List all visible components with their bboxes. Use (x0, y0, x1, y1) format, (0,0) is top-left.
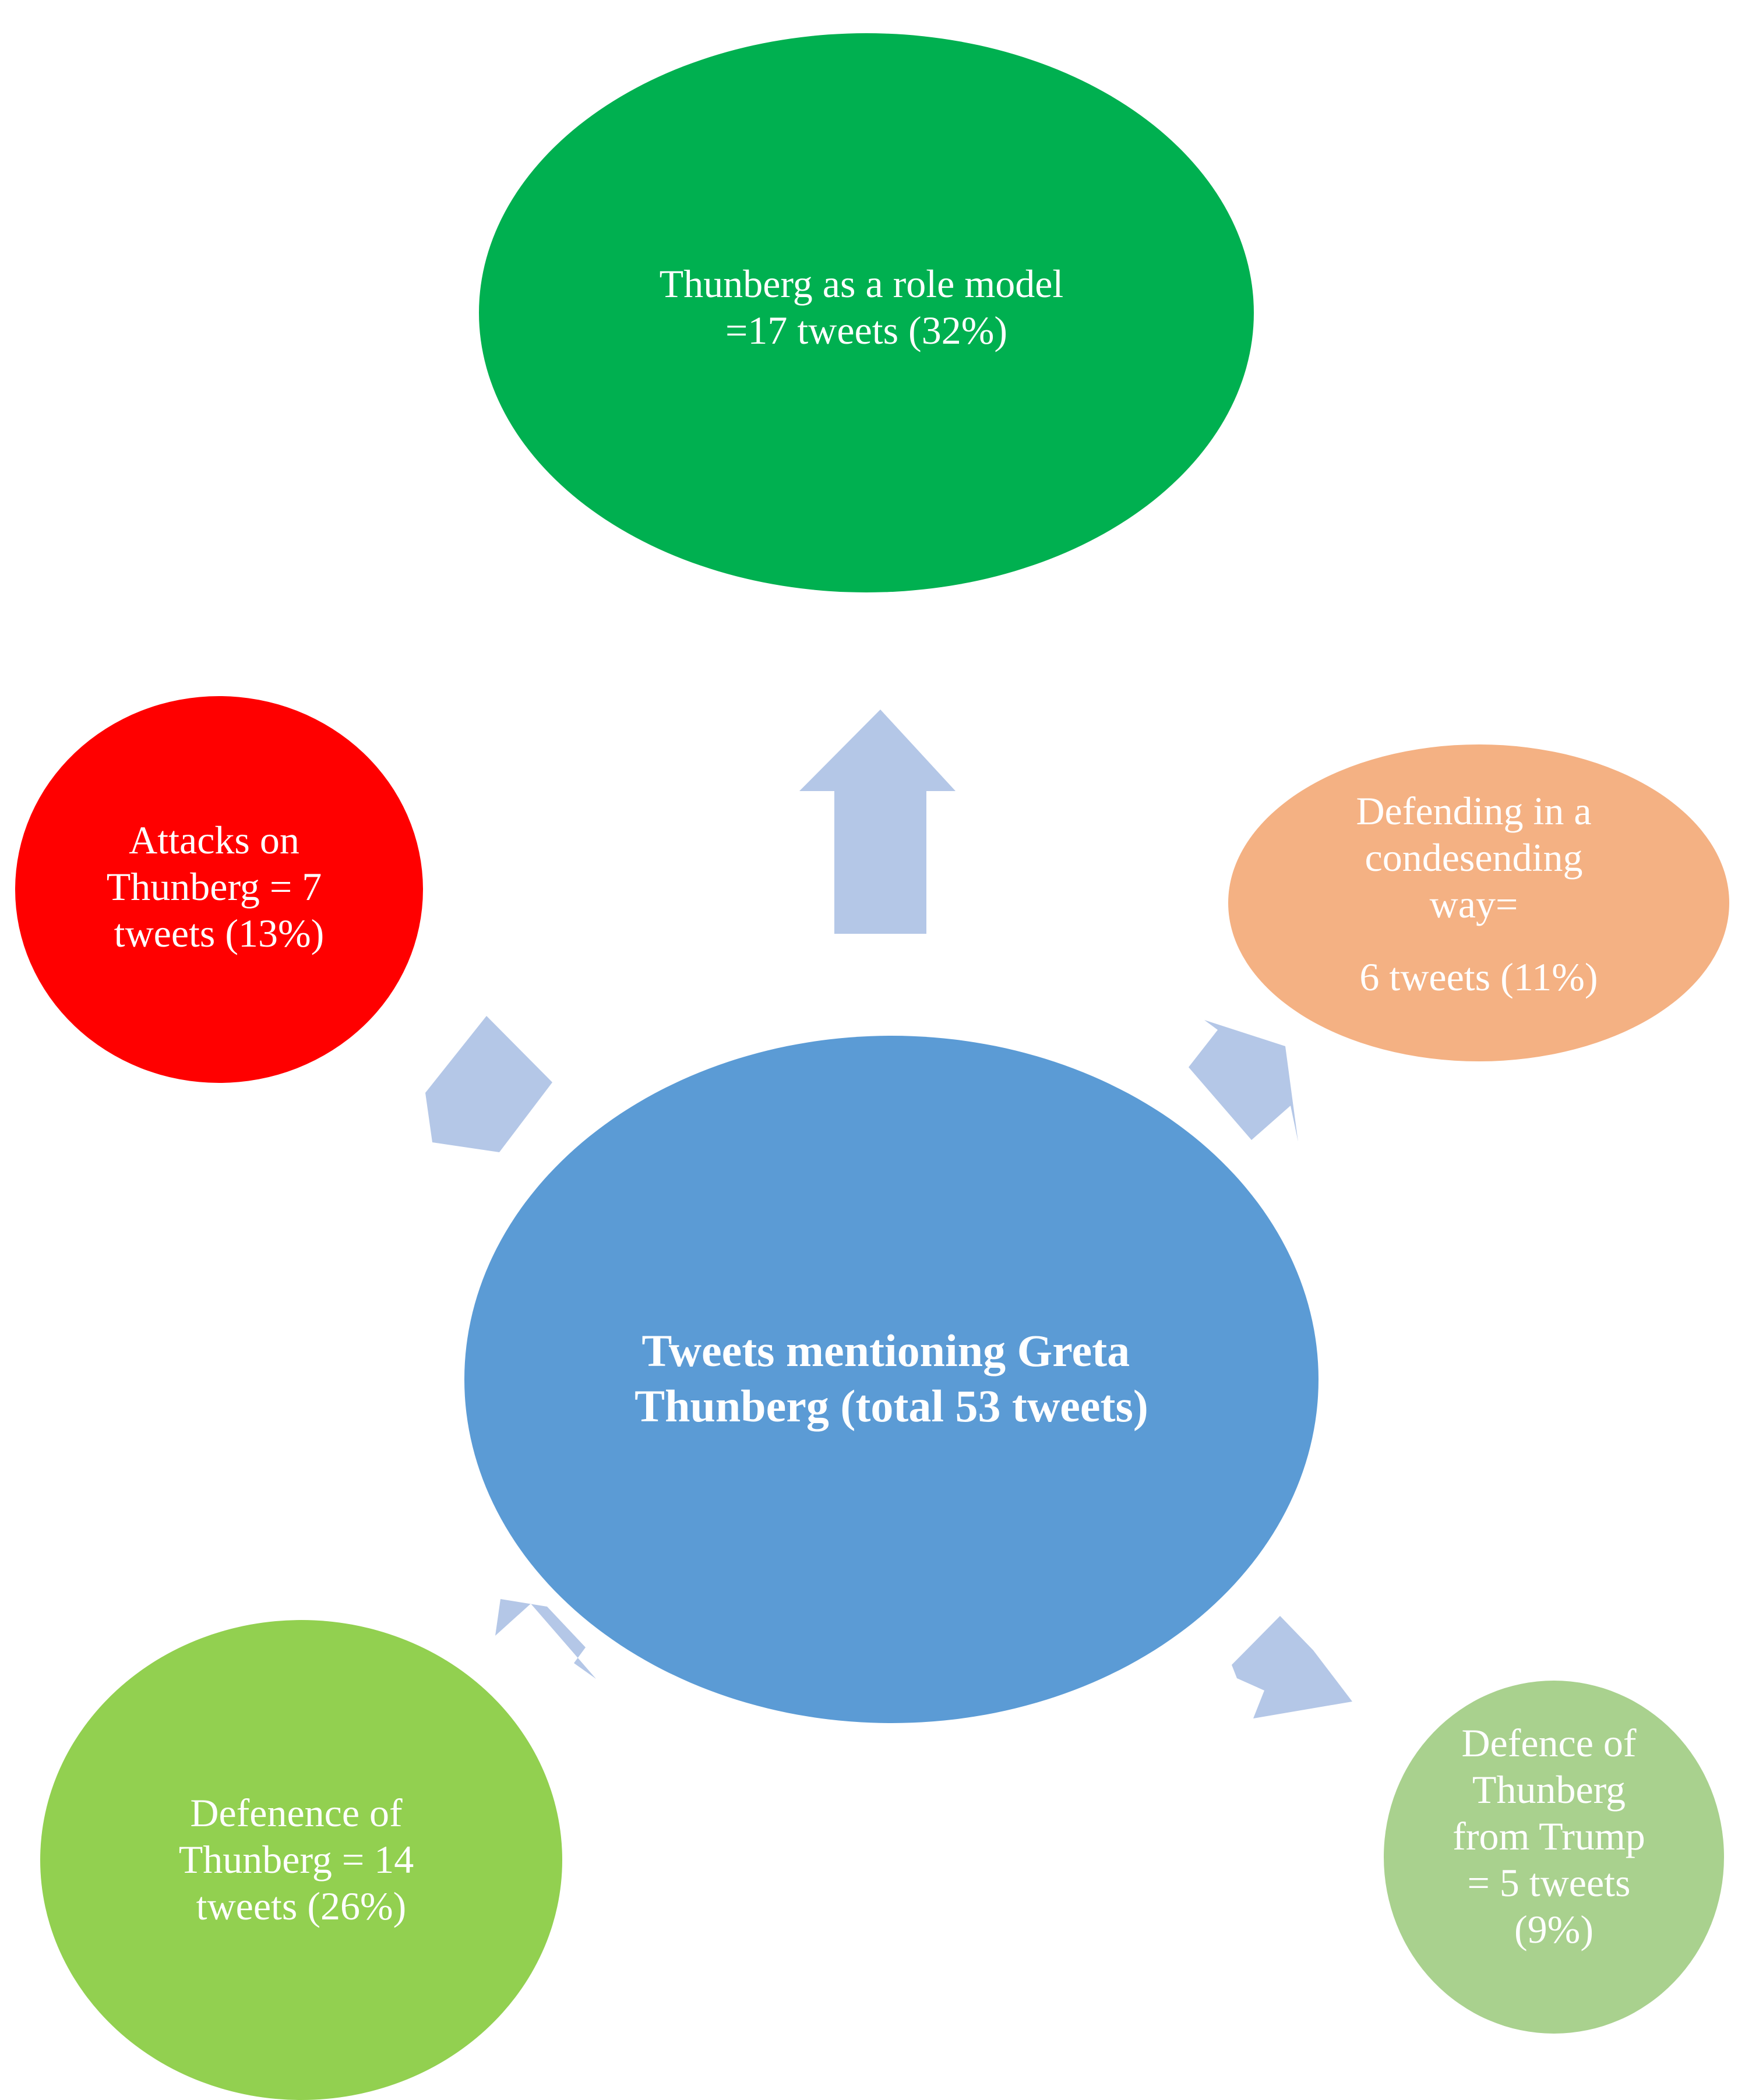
defence-ellipse (40, 1620, 562, 2100)
defence-trump-line-3: from Trump (1453, 1814, 1645, 1858)
attacks-label: Attacks on Thunberg = 7 tweets (13%) (107, 818, 332, 955)
defence-trump-line-4: = 5 tweets (1467, 1861, 1630, 1905)
condescending-line-4: 6 tweets (11%) (1359, 955, 1598, 999)
attacks-line-1: Attacks on (129, 818, 299, 862)
role-model-ellipse (479, 33, 1254, 592)
arrow-to-defence-from-trump (1232, 1616, 1352, 1718)
condescending-line-3: way= (1430, 882, 1518, 926)
arrow-to-defence (495, 1599, 596, 1679)
node-defence: Defenence of Thunberg = 14 tweets (26%) (40, 1620, 562, 2100)
defence-trump-ellipse (1384, 1681, 1724, 2034)
defence-trump-line-2: Thunberg (1472, 1767, 1626, 1812)
arrow-to-attacks (425, 1016, 552, 1152)
attacks-line-2: Thunberg = 7 (107, 864, 322, 909)
arrows (425, 710, 1352, 1718)
node-defence-from-trump: Defence of Thunberg from Trump = 5 tweet… (1384, 1681, 1724, 2034)
role-model-label: Thunberg as a role model =17 tweets (32%… (660, 262, 1074, 352)
arrow-up-to-role-model (799, 710, 956, 934)
defence-trump-line-5: (9%) (1514, 1907, 1594, 1951)
defence-line-1: Defenence of (190, 1791, 403, 1835)
defence-trump-line-1: Defence of (1461, 1721, 1636, 1765)
attacks-line-3: tweets (13%) (114, 911, 325, 955)
center-line-1: Tweets mentioning Greta (641, 1325, 1130, 1376)
defence-trump-label: Defence of Thunberg from Trump = 5 tweet… (1453, 1721, 1655, 1951)
node-role-model: Thunberg as a role model =17 tweets (32%… (479, 33, 1254, 592)
node-attacks: Attacks on Thunberg = 7 tweets (13%) (15, 696, 423, 1083)
condescending-ellipse (1228, 744, 1729, 1061)
node-center: Tweets mentioning Greta Thunberg (total … (464, 1036, 1319, 1723)
defence-line-2: Thunberg = 14 (179, 1837, 414, 1882)
defence-line-3: tweets (26%) (196, 1884, 407, 1928)
condescending-line-1: Defending in a (1356, 789, 1591, 833)
condescending-label: Defending in a condesending way= 6 tweet… (1356, 789, 1601, 999)
condescending-line-2: condesending (1365, 835, 1583, 880)
center-label: Tweets mentioning Greta Thunberg (total … (634, 1325, 1148, 1431)
center-ellipse (464, 1036, 1319, 1723)
defence-label: Defenence of Thunberg = 14 tweets (26%) (179, 1791, 424, 1928)
role-model-line-1: Thunberg as a role model (660, 262, 1064, 306)
attacks-ellipse (15, 696, 423, 1083)
center-line-2: Thunberg (total 53 tweets) (634, 1381, 1148, 1431)
node-condescending: Defending in a condesending way= 6 tweet… (1228, 744, 1729, 1061)
arrow-to-condescending (1189, 1020, 1298, 1142)
role-model-line-2: =17 tweets (32%) (725, 308, 1007, 352)
